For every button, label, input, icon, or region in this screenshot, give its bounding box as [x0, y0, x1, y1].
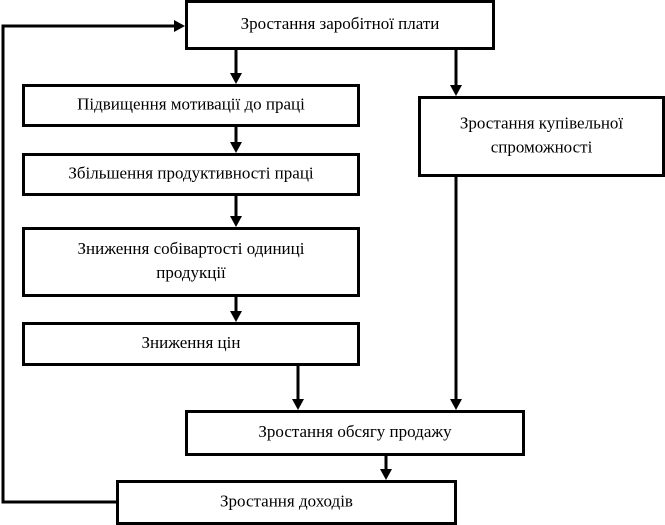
arrowhead	[230, 142, 242, 153]
node-label: Зростання купівельної	[460, 113, 624, 132]
node-label: Зниження цін	[142, 333, 241, 352]
arrowhead	[230, 73, 242, 84]
edge-motivation-to-productivity	[230, 127, 242, 153]
node-sales-volume: Зростання обсягу продажу	[185, 410, 525, 456]
edge-sales_volume-to-income_growth	[380, 456, 392, 480]
node-motivation: Підвищення мотивації до праці	[22, 84, 360, 127]
edge-purchasing_power-to-sales_volume	[450, 177, 462, 410]
node-label: Зниження собівартості одиниці	[78, 239, 305, 258]
node-label: Зростання заробітної плати	[241, 14, 440, 33]
edge-wage_growth-to-motivation	[230, 50, 242, 84]
node-box	[22, 227, 360, 297]
node-income-growth: Зростання доходів	[116, 480, 457, 525]
node-label: продукції	[156, 263, 226, 282]
node-box	[116, 480, 457, 525]
edges-layer	[1, 20, 462, 504]
node-box	[22, 84, 360, 127]
node-box	[185, 410, 525, 456]
edge-unit_cost-to-price_reduction	[230, 297, 242, 322]
node-box	[22, 322, 360, 366]
node-productivity: Збільшення продуктивності праці	[22, 153, 360, 196]
node-label: спроможності	[491, 137, 593, 156]
edge-income_growth-to-wage_growth	[1, 20, 185, 504]
node-purchasing-power: Зростання купівельної спроможності	[418, 96, 665, 177]
arrowhead	[230, 311, 242, 322]
arrowhead	[174, 20, 185, 32]
node-box	[22, 153, 360, 196]
node-unit-cost: Зниження собівартості одиниці продукції	[22, 227, 360, 297]
node-box	[418, 96, 665, 177]
arrowhead	[230, 216, 242, 227]
edge-wage_growth-to-purchasing_power	[450, 50, 462, 96]
node-price-reduction: Зниження цін	[22, 322, 360, 366]
arrowhead	[450, 85, 462, 96]
arrowhead	[292, 399, 304, 410]
node-label: Підвищення мотивації до праці	[77, 94, 305, 113]
node-label: Зростання обсягу продажу	[258, 422, 452, 441]
arrowhead	[450, 399, 462, 410]
node-wage-growth: Зростання заробітної плати	[185, 0, 495, 50]
node-label: Зростання доходів	[220, 491, 353, 510]
arrowhead	[380, 469, 392, 480]
edge-price_reduction-to-sales_volume	[292, 366, 304, 410]
connector-line	[1, 24, 175, 504]
node-label: Збільшення продуктивності праці	[68, 163, 314, 182]
edge-productivity-to-unit_cost	[230, 196, 242, 227]
node-box	[185, 0, 495, 50]
